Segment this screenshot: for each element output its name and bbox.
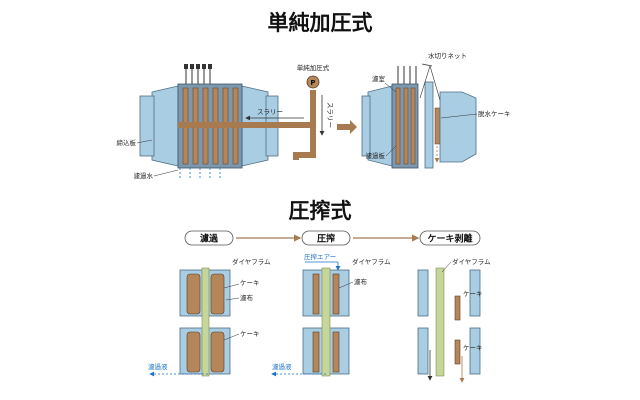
step-squeeze: 圧搾 (317, 233, 335, 245)
left-cake1-label: ケーキ (240, 279, 260, 287)
title-press: 圧搾式 (289, 199, 352, 223)
slurry-pipe (245, 90, 325, 160)
slurry-label-right: スラリー (326, 102, 334, 128)
drain-net-label: 水切りネット (428, 51, 467, 60)
mid-diaphragm-label: ダイヤフラム (352, 257, 391, 266)
release-plates (417, 267, 481, 383)
transition-arrow (337, 120, 357, 134)
squeeze-plates (271, 261, 350, 377)
slurry-label-left: スラリー (257, 108, 283, 116)
chamber-label: 濾室 (372, 74, 386, 83)
filtrate-water-label: 濾過水 (134, 171, 154, 180)
right-cake2-label: ケーキ (463, 344, 483, 352)
title-single-pressure: 単純加圧式 (268, 11, 373, 35)
step-filtration: 濾過 (200, 233, 219, 245)
pump: P (306, 75, 320, 89)
pump-title: 単純加圧式 (297, 63, 330, 72)
process-steps (184, 230, 481, 246)
left-cake2-label: ケーキ (240, 330, 260, 338)
left-diaphragm-label: ダイヤフラム (232, 257, 271, 266)
left-cloth-label: 濾布 (240, 293, 254, 302)
step-cake-release: ケーキ剥離 (427, 233, 472, 245)
mid-air-label: 圧搾エアー (304, 252, 336, 261)
filtration-plates (149, 267, 231, 377)
left-filtrate-label: 濾過液 (148, 362, 168, 371)
right-cake1-label: ケーキ (463, 290, 483, 298)
filter-plate-label: 濾過板 (366, 151, 386, 160)
filter-press-left (139, 64, 279, 180)
mid-filtrate-label: 濾過液 (272, 362, 292, 371)
pump-symbol: P (310, 79, 315, 87)
mid-cloth-label: 濾布 (354, 277, 368, 286)
tighten-plate-label: 締込板 (117, 138, 137, 147)
dewatered-cake-label: 脱水ケーキ (478, 109, 511, 118)
filter-press-right (361, 63, 477, 169)
right-diaphragm-label: ダイヤフラム (452, 257, 491, 266)
